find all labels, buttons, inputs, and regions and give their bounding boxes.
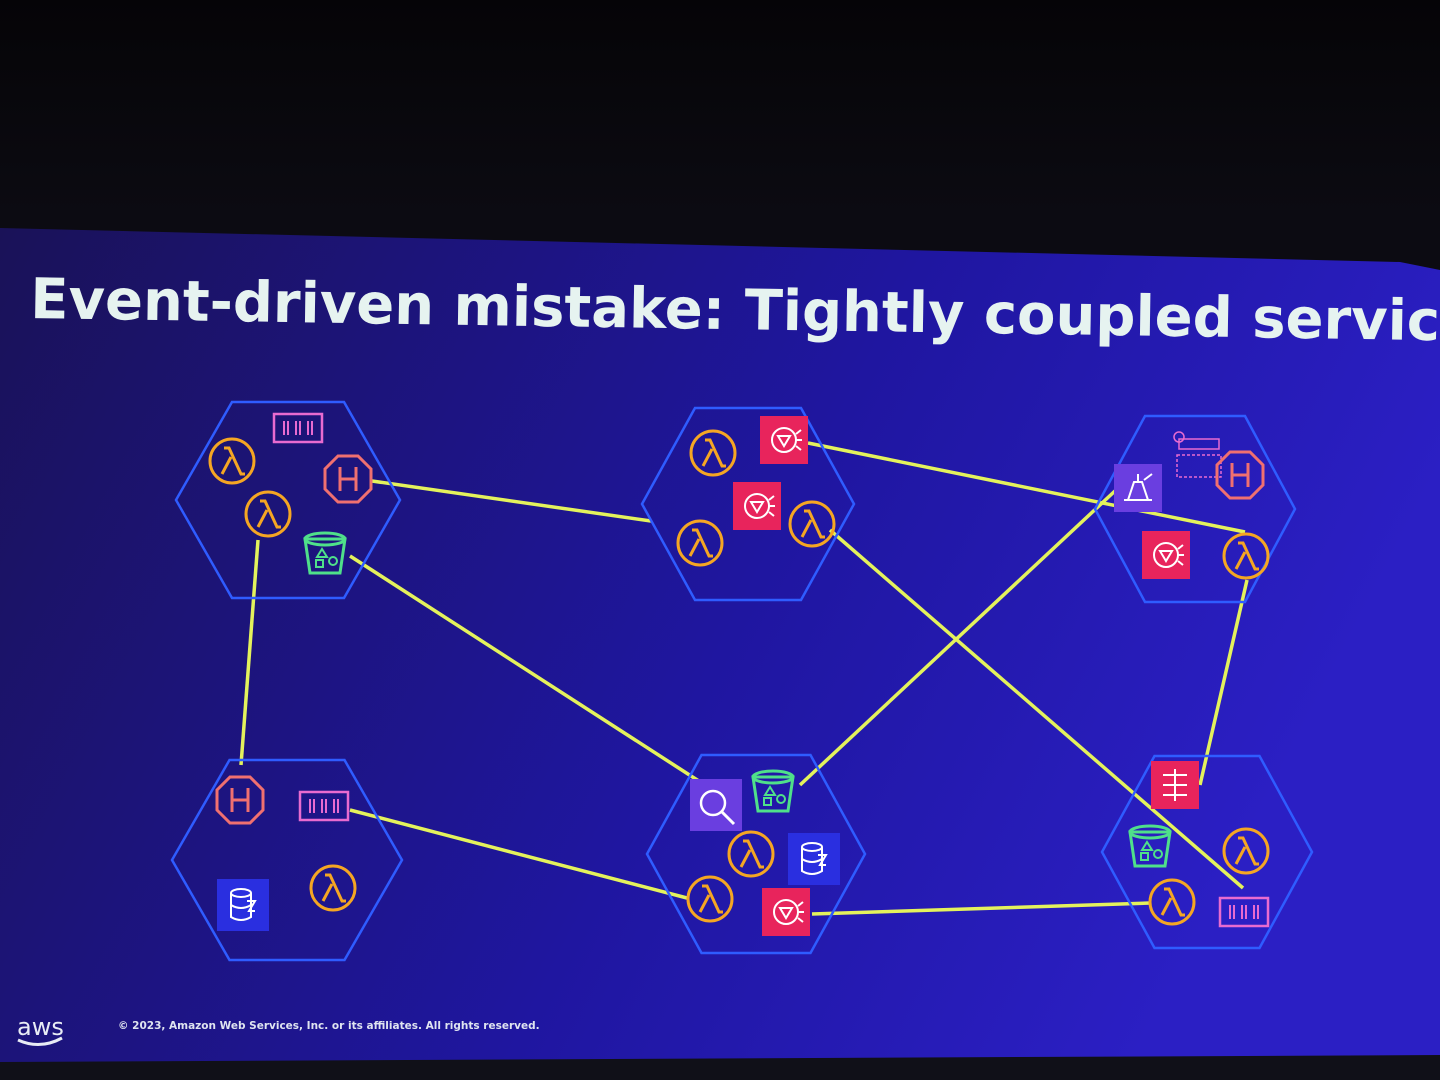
service-icons (208, 412, 1270, 936)
service-group-hexagon (640, 406, 856, 602)
connector-line (371, 479, 652, 523)
database-icon (217, 879, 269, 931)
search-icon (690, 779, 742, 831)
service-group-hexagon (645, 753, 867, 955)
bucket-icon (751, 769, 795, 813)
notification-icon (762, 888, 810, 936)
connectors (239, 441, 1249, 916)
lambda-icon (689, 429, 737, 477)
workflow-icon (1151, 761, 1199, 809)
notification-icon (733, 482, 781, 530)
service-groups (170, 400, 1314, 962)
lambda-icon (1222, 827, 1270, 875)
email-icon (1173, 431, 1222, 478)
lambda-icon (244, 490, 292, 538)
aws-logo-text: aws (17, 1013, 64, 1041)
service-group-hexagon (1100, 754, 1314, 950)
bucket-icon (303, 531, 347, 575)
notification-icon (760, 416, 808, 464)
connector-line (349, 808, 688, 900)
service-group-hexagon (1093, 414, 1297, 604)
copyright-footer: © 2023, Amazon Web Services, Inc. or its… (118, 1020, 540, 1032)
queue-icon (1218, 896, 1270, 928)
connector-line (807, 441, 1246, 534)
queue-icon (272, 412, 324, 444)
notification-icon (1142, 531, 1190, 579)
lambda-icon (208, 437, 256, 485)
lambda-icon (1148, 878, 1196, 926)
service-group-hexagon (170, 758, 404, 962)
connector-line (1198, 579, 1249, 786)
connector-line (239, 539, 260, 766)
api-gateway-icon (323, 454, 373, 504)
queue-icon (298, 790, 350, 822)
api-gateway-icon (1215, 450, 1265, 500)
lambda-icon (727, 830, 775, 878)
database-icon (788, 833, 840, 885)
service-group-hexagon (174, 400, 402, 600)
slide-background (0, 228, 1440, 1062)
lambda-icon (309, 864, 357, 912)
api-gateway-icon (215, 775, 265, 825)
lambda-icon (788, 500, 836, 548)
connector-line (828, 528, 1245, 890)
stream-icon (1114, 464, 1162, 512)
connector-line (798, 488, 1118, 787)
aws-logo: aws (17, 1013, 64, 1046)
lambda-icon (686, 875, 734, 923)
bucket-icon (1128, 824, 1172, 868)
lambda-icon (676, 519, 724, 567)
connector-line (349, 554, 706, 787)
lambda-icon (1222, 532, 1270, 580)
connector-line (811, 901, 1151, 916)
